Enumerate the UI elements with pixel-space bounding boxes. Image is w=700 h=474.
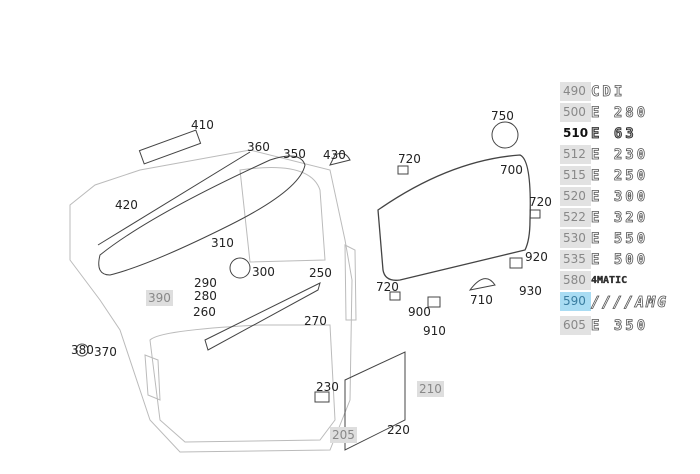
- callout-910[interactable]: 910: [423, 324, 446, 338]
- emblem-number: 510: [563, 126, 589, 140]
- callout-370[interactable]: 370: [94, 345, 117, 359]
- callout-390[interactable]: 390: [146, 290, 173, 306]
- emblem-badge: E 500: [591, 251, 649, 268]
- emblem-number: 520: [560, 187, 591, 206]
- callout-270[interactable]: 270: [304, 314, 327, 328]
- emblem-badge: E 250: [591, 167, 649, 184]
- callout-380[interactable]: 380: [71, 343, 94, 357]
- callout-700[interactable]: 700: [500, 163, 523, 177]
- callout-720[interactable]: 720: [376, 280, 399, 294]
- callout-280[interactable]: 280: [194, 289, 217, 303]
- callout-310[interactable]: 310: [211, 236, 234, 250]
- callout-430[interactable]: 430: [323, 148, 346, 162]
- callout-260[interactable]: 260: [193, 305, 216, 319]
- emblem-badge: E 300: [591, 188, 649, 205]
- emblem-number: 590: [560, 292, 591, 311]
- callout-710[interactable]: 710: [470, 293, 493, 307]
- callout-410[interactable]: 410: [191, 118, 214, 132]
- callout-210[interactable]: 210: [417, 381, 444, 397]
- callout-230[interactable]: 230: [316, 380, 339, 394]
- callout-300[interactable]: 300: [252, 265, 275, 279]
- emblem-badge: ////AMG: [591, 292, 669, 311]
- callout-250[interactable]: 250: [309, 266, 332, 280]
- callout-920[interactable]: 920: [525, 250, 548, 264]
- callout-360[interactable]: 360: [247, 140, 270, 154]
- callout-900[interactable]: 900: [408, 305, 431, 319]
- emblem-badge: E 550: [591, 230, 649, 247]
- emblem-590[interactable]: 590////AMG: [560, 292, 700, 311]
- spoiler-350: [98, 155, 306, 276]
- callout-720[interactable]: 720: [529, 195, 552, 209]
- emblem-number: 605: [560, 316, 591, 335]
- tailgate-outline: [69, 149, 353, 453]
- emblem-badge: E 63: [591, 125, 637, 142]
- emblem-badge: E 280: [591, 104, 649, 121]
- emblem-number: 535: [560, 250, 591, 269]
- emblem-badge: CDI: [591, 83, 626, 100]
- emblem-badge: 4MATIC: [591, 275, 628, 286]
- emblem-badge: E 350: [591, 317, 649, 334]
- callout-220[interactable]: 220: [387, 423, 410, 437]
- emblem-number: 530: [560, 229, 591, 248]
- emblem-number: 522: [560, 208, 591, 227]
- emblem-badge: E 320: [591, 209, 649, 226]
- callout-205[interactable]: 205: [330, 427, 357, 443]
- emblem-number: 580: [560, 271, 591, 290]
- emblem-number: 500: [560, 103, 591, 122]
- callout-420[interactable]: 420: [115, 198, 138, 212]
- emblem-number: 512: [560, 145, 591, 164]
- emblem-number: 490: [560, 82, 591, 101]
- emblem-badge: E 230: [591, 146, 649, 163]
- callout-290[interactable]: 290: [194, 276, 217, 290]
- emblem-number: 515: [560, 166, 591, 185]
- callout-720[interactable]: 720: [398, 152, 421, 166]
- callout-750[interactable]: 750: [491, 109, 514, 123]
- callout-350[interactable]: 350: [283, 147, 306, 161]
- callout-930[interactable]: 930: [519, 284, 542, 298]
